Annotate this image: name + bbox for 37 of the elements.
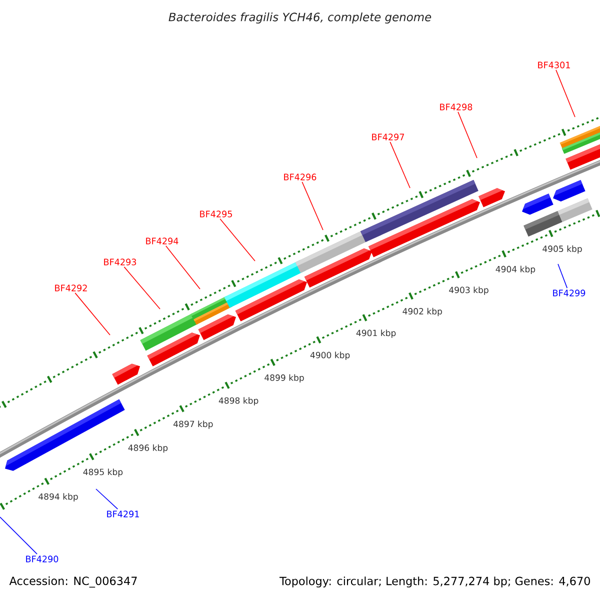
scale-label: 4902 kbp	[402, 308, 442, 316]
scale-label: 4899 kbp	[264, 374, 304, 383]
gene-label: BF4291	[107, 510, 139, 518]
gene-label: BF4298	[440, 104, 472, 110]
scale-label: 4897 kbp	[173, 420, 213, 429]
gene-label: BF4294	[146, 238, 178, 244]
leader-line	[166, 246, 200, 290]
gene-label: BF4293	[104, 258, 136, 266]
scale-label: 4904 kbp	[496, 266, 536, 274]
gene-label: BF4295	[200, 210, 232, 218]
leader-line	[74, 292, 110, 336]
leader-line	[558, 264, 568, 288]
scale-label: 4905 kbp	[542, 245, 582, 254]
gene-label: BF4299	[553, 290, 586, 296]
leader-line	[458, 112, 478, 158]
scale-label: 4895 kbp	[83, 468, 123, 477]
gene-label: BF4296	[284, 174, 316, 180]
leader-line	[302, 182, 324, 230]
scale-label: 4896 kbp	[128, 444, 168, 453]
leader-line	[390, 142, 410, 188]
scale-label: 4894 kbp	[38, 493, 78, 502]
scale-label: 4900 kbp	[310, 352, 350, 360]
leader-line	[0, 516, 38, 554]
leader-line	[96, 488, 118, 510]
gene-label: BF4297	[372, 134, 404, 140]
gene-label: BF4290	[26, 556, 58, 562]
scale-label: 4901 kbp	[356, 330, 396, 338]
leader-line	[124, 266, 160, 310]
gene-label: BF4301	[538, 62, 570, 68]
title: Bacteroides fragilis YCH46, complete genome	[168, 12, 432, 24]
scale-label: 4898 kbp	[218, 397, 258, 406]
footer-text: Accession: NC_006347	[9, 576, 137, 588]
leader-line	[556, 70, 576, 118]
leader-line	[220, 218, 256, 262]
footer-text: Topology: circular; Length: 5,277,274 bp; Genes: 4,670	[280, 576, 590, 588]
gene-label: BF4292	[55, 284, 87, 292]
scale-label: 4903 kbp	[449, 286, 488, 295]
